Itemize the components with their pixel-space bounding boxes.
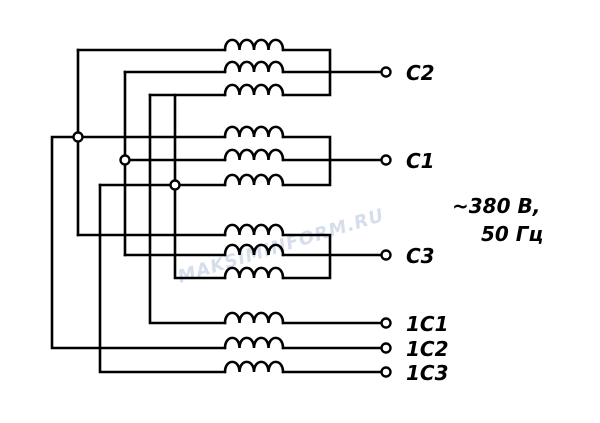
terminal-c1 xyxy=(380,154,392,166)
coil-icon xyxy=(223,266,285,280)
coil-icon xyxy=(223,60,285,74)
coil-set xyxy=(223,38,285,374)
terminal-label-1c3: 1C3 xyxy=(406,361,449,385)
terminal-1c1 xyxy=(380,317,392,329)
terminal-c2 xyxy=(380,66,392,78)
terminal-label-c1: C1 xyxy=(406,149,435,173)
secondary-windings xyxy=(50,93,384,374)
coil-icon xyxy=(223,173,285,187)
coil-icon xyxy=(223,125,285,139)
coil-icon xyxy=(223,223,285,237)
terminal-1c3 xyxy=(380,366,392,378)
coil-icon xyxy=(223,83,285,97)
terminal-label-c2: C2 xyxy=(406,61,435,85)
supply-voltage: ~380 В, xyxy=(452,194,540,218)
coil-icon xyxy=(223,336,285,350)
coil-icon xyxy=(223,311,285,325)
coil-icon xyxy=(223,360,285,374)
coil-icon xyxy=(223,38,285,52)
terminal-label-1c2: 1C2 xyxy=(406,337,449,361)
terminal-label-c3: C3 xyxy=(406,244,435,268)
terminal-label-1c1: 1C1 xyxy=(406,312,449,336)
terminal-1c2 xyxy=(380,342,392,354)
junction-dot xyxy=(169,179,181,191)
winding-group-b xyxy=(76,135,384,237)
junction-dot xyxy=(72,131,84,143)
supply-frequency: 50 Гц xyxy=(481,222,543,246)
junction-dot xyxy=(119,154,131,166)
coil-icon xyxy=(223,243,285,257)
coil-icon xyxy=(223,148,285,162)
winding-group-c xyxy=(76,233,384,280)
terminal-c3 xyxy=(380,249,392,261)
